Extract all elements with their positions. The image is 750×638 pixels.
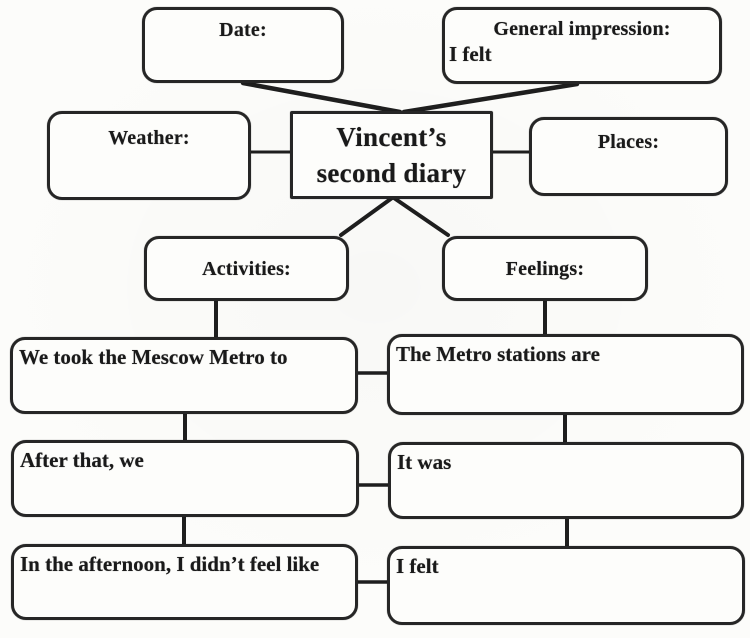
entry-feeling-1: The Metro stations are bbox=[387, 334, 744, 415]
connector-impression-center bbox=[401, 81, 580, 115]
ink-speck bbox=[506, 92, 510, 96]
entry-feeling-2-text: It was bbox=[397, 450, 452, 474]
entry-feeling-3: I felt bbox=[387, 546, 745, 625]
node-places: Places: bbox=[529, 117, 728, 196]
center-node-vincents-second-diary: Vincent’s second diary bbox=[290, 111, 493, 199]
entry-activity-2: After that, we bbox=[11, 440, 359, 517]
center-node-line2: second diary bbox=[316, 157, 467, 188]
node-date: Date: bbox=[142, 7, 344, 83]
entry-activity-3-text: In the afternoon, I didn’t feel like bbox=[20, 552, 320, 576]
node-feelings-label: Feelings: bbox=[505, 258, 585, 280]
node-activities-label: Activities: bbox=[202, 258, 291, 280]
entry-activity-3: In the afternoon, I didn’t feel like bbox=[11, 544, 358, 620]
entry-feeling-3-text: I felt bbox=[396, 554, 439, 578]
node-weather-label: Weather: bbox=[108, 127, 190, 149]
entry-activity-1-text: We took the Mescow Metro to bbox=[19, 345, 288, 369]
node-weather: Weather: bbox=[47, 111, 251, 200]
node-activities: Activities: bbox=[144, 236, 349, 301]
entry-feeling-2: It was bbox=[388, 442, 744, 519]
center-node-line1: Vincent’s bbox=[336, 122, 447, 152]
entry-activity-1: We took the Mescow Metro to bbox=[10, 337, 358, 414]
node-general-impression-heading: General impression: bbox=[493, 18, 671, 40]
connector-center-activities bbox=[339, 196, 394, 237]
connector-center-feelings bbox=[392, 196, 450, 237]
node-places-label: Places: bbox=[597, 131, 660, 153]
node-general-impression-prompt: I felt bbox=[449, 42, 492, 66]
entry-feeling-1-text: The Metro stations are bbox=[396, 342, 600, 366]
entry-activity-2-text: After that, we bbox=[20, 448, 144, 472]
node-general-impression: General impression: I felt bbox=[442, 7, 722, 84]
node-feelings: Feelings: bbox=[442, 236, 648, 301]
connector-date-center bbox=[240, 80, 403, 115]
node-date-label: Date: bbox=[219, 19, 267, 41]
